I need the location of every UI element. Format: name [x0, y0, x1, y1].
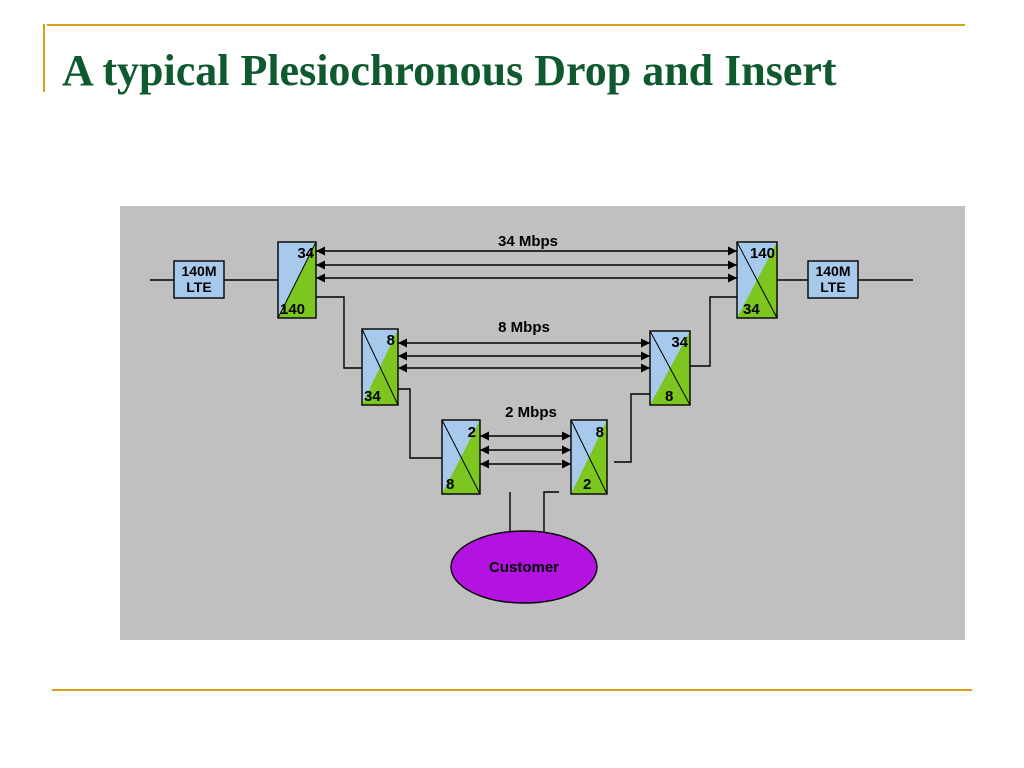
link-label-34: 34 Mbps	[498, 233, 558, 250]
mux-diagonal	[441, 419, 481, 495]
lte-label: LTE	[186, 279, 211, 295]
mux-bottom-label: 8	[446, 476, 454, 493]
mux-border	[441, 419, 481, 495]
mux-140-34-right: 140 34	[736, 241, 778, 319]
diagram-canvas: 34 Mbps 8 Mbps 2 Mbps 140M LTE 140M LTE …	[150, 233, 913, 604]
mux-diagonal	[570, 419, 608, 495]
line-mux140-to-mux34-right	[690, 296, 737, 367]
arrow-bundle-2	[480, 431, 571, 469]
lte-rate-label: 140M	[181, 263, 216, 279]
mux-bottom-label: 8	[665, 388, 673, 405]
link-label-8: 8 Mbps	[498, 319, 550, 336]
mux-8-2-right: 8 2	[570, 419, 608, 495]
lte-box	[173, 260, 225, 299]
mux-top-label: 8	[387, 332, 395, 349]
mux-border	[570, 419, 608, 495]
left-accent-rule	[43, 24, 45, 92]
mux-border	[361, 328, 399, 406]
mux-diagonal	[277, 241, 317, 319]
mux-8-2-left: 2 8	[441, 419, 481, 495]
mux-bottom-label: 34	[743, 301, 760, 318]
mux-top-label: 140	[750, 245, 775, 262]
bottom-accent-rule	[52, 689, 972, 691]
lte-label: LTE	[820, 279, 845, 295]
mux-top-label: 2	[468, 424, 476, 441]
top-accent-rule	[47, 24, 965, 26]
connection-lines	[150, 279, 913, 533]
line-mux8-right-to-customer	[543, 491, 559, 533]
mux-34-8-left: 8 34	[361, 328, 399, 406]
lte-box	[807, 260, 859, 299]
line-mux34-to-mux8-right	[614, 393, 650, 463]
arrow-bundle-34	[316, 246, 737, 283]
mux-bottom-label: 2	[583, 476, 591, 493]
arrow-bundle-8	[398, 338, 650, 373]
lte-rate-label: 140M	[815, 263, 850, 279]
customer-node: Customer	[450, 530, 598, 604]
mux-bottom-label: 34	[364, 388, 381, 405]
mux-border	[277, 241, 317, 319]
network-diagram: 34 Mbps 8 Mbps 2 Mbps 140M LTE 140M LTE …	[120, 206, 965, 640]
mux-top-label: 34	[671, 334, 688, 351]
mux-border	[736, 241, 778, 319]
mux-diagonal	[649, 330, 691, 406]
mux-34-8-right: 34 8	[649, 330, 691, 406]
mux-border	[649, 330, 691, 406]
link-label-2: 2 Mbps	[505, 404, 557, 421]
lte-left: 140M LTE	[173, 260, 225, 299]
mux-bottom-label: 140	[280, 301, 305, 318]
mux-top-label: 8	[596, 424, 604, 441]
mux-diagonal	[736, 241, 778, 319]
mux-diagonal	[361, 328, 399, 406]
line-mux34-to-mux8-left	[398, 388, 442, 459]
customer-ellipse	[450, 530, 598, 604]
lte-right: 140M LTE	[807, 260, 859, 299]
slide-title: A typical Plesiochronous Drop and Insert	[62, 46, 837, 95]
line-mux140-to-mux34-left	[316, 296, 362, 369]
customer-label: Customer	[489, 559, 559, 576]
mux-140-34-left: 34 140	[277, 241, 317, 319]
mux-top-label: 34	[297, 245, 314, 262]
